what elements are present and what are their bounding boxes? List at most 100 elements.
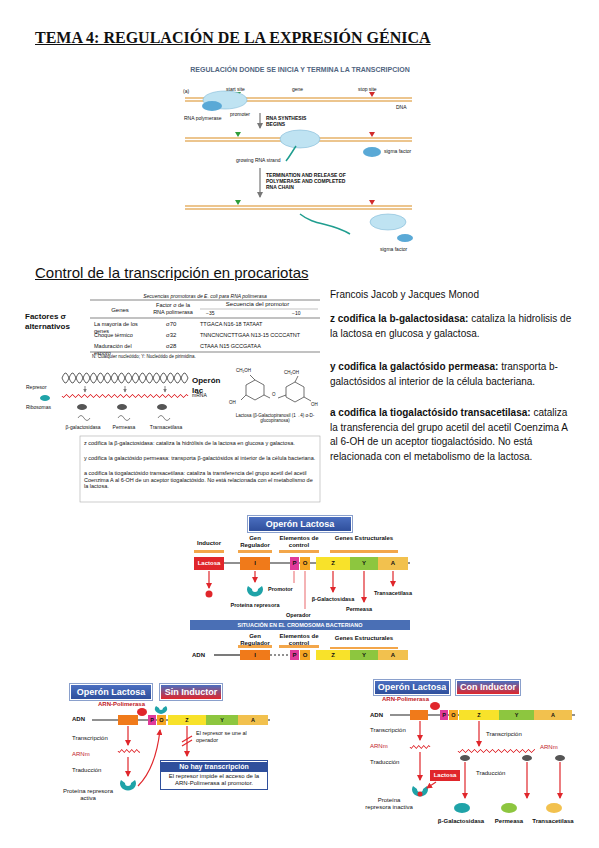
node-text: Sin Inductor bbox=[164, 687, 219, 697]
text: Proteína represora bbox=[231, 602, 280, 608]
site-marker bbox=[369, 92, 375, 97]
gene-segment: Z bbox=[316, 650, 350, 660]
node-text: P bbox=[149, 717, 155, 723]
text: β-galactosidasa bbox=[65, 424, 100, 430]
text: Promotor bbox=[268, 586, 293, 592]
gene-segment: A bbox=[238, 715, 268, 725]
node-text: Lactosa bbox=[197, 560, 222, 567]
polymerase-blob bbox=[137, 708, 147, 716]
gene-segment: Y bbox=[499, 710, 534, 720]
text: Genes Estructurales bbox=[335, 635, 393, 641]
protein bbox=[118, 416, 130, 421]
label-bar bbox=[279, 550, 319, 553]
expression-arrow bbox=[332, 571, 333, 592]
text: σ32 bbox=[166, 332, 176, 338]
node-text: Y bbox=[219, 717, 225, 723]
text: ARN-Polimerasa bbox=[382, 696, 429, 702]
text-label: Genes bbox=[94, 307, 146, 314]
dna-helix bbox=[62, 373, 188, 383]
text: Gen Regulador bbox=[240, 535, 270, 548]
text: N: Cualquier nucleótido; Y: Nucleótido d… bbox=[92, 354, 196, 359]
text-label: CH₂OH bbox=[284, 370, 306, 375]
text-label: Genes Estructurales bbox=[330, 635, 398, 642]
text-label: TNNCNCNCTTGAA N13-15 CCCCATNT bbox=[200, 332, 318, 339]
text-label: ARN-Polimerasa bbox=[98, 701, 150, 708]
text: Genes Estructurales bbox=[335, 535, 393, 541]
node-text: Z bbox=[330, 560, 336, 567]
block-mark bbox=[182, 736, 192, 746]
text: start site bbox=[226, 86, 245, 92]
gene-segment: Z bbox=[459, 710, 499, 720]
text: −10 bbox=[292, 310, 300, 316]
text: σ28 bbox=[166, 343, 176, 349]
section-band: SITUACIÓN EN EL CROMOSOMA BACTERIANO bbox=[190, 620, 410, 630]
text-label: Factor σ de la RNA polimerasa bbox=[150, 302, 196, 315]
text-label: Traducción bbox=[476, 770, 520, 777]
text: Inductor bbox=[197, 540, 221, 546]
node-text: Operón Lactosa bbox=[265, 519, 336, 529]
text-label: Lactosa (β-Galactopiranosil (1→4) α-D-gl… bbox=[226, 413, 324, 424]
text-label: promoter bbox=[230, 111, 260, 117]
text: ARN-Polimerasa bbox=[98, 701, 145, 707]
text-label: Choque térmico bbox=[94, 332, 148, 339]
mrna-strand bbox=[62, 395, 188, 398]
gene-segment: I bbox=[240, 557, 270, 570]
text: Represor bbox=[26, 384, 47, 390]
text-label: growing RNA strand bbox=[236, 157, 284, 163]
table-rule bbox=[90, 352, 320, 353]
text: stop site bbox=[358, 86, 377, 92]
node-text: Lactosa bbox=[433, 772, 458, 779]
expression-arrow bbox=[526, 762, 527, 798]
mrna-strand bbox=[458, 750, 535, 753]
bold-lead: a codifica la tiogalactósido transacetil… bbox=[330, 407, 531, 418]
text: ADN bbox=[370, 712, 383, 718]
text-label: ARNm bbox=[370, 743, 410, 750]
text-label: ARNm bbox=[540, 744, 570, 751]
transcription-arrow bbox=[85, 386, 86, 392]
text: CH₂OH bbox=[284, 370, 299, 375]
text: Permeasa bbox=[346, 606, 372, 612]
text: Traducción bbox=[476, 770, 505, 776]
box-heading: No hay transcripción bbox=[161, 762, 267, 772]
text-label: ADN bbox=[192, 652, 214, 659]
text: CTAAA N15 GCCGATAA bbox=[200, 343, 261, 349]
gene-segment: A bbox=[378, 650, 408, 660]
gene-segment: Y bbox=[350, 650, 378, 660]
label-bar bbox=[330, 550, 398, 553]
text: TERMINATION AND RELEASE OF POLYMERASE AN… bbox=[266, 172, 346, 190]
text: DNA bbox=[396, 104, 407, 110]
rna-polymerase bbox=[370, 214, 406, 230]
lactose-structure bbox=[241, 395, 246, 400]
text: Proteína represora inactiva bbox=[365, 797, 413, 810]
dna-helix bbox=[62, 373, 188, 383]
label-bar bbox=[330, 647, 398, 649]
text: Maduración del esporo bbox=[94, 343, 132, 356]
node-text: P bbox=[291, 560, 297, 567]
text-label: Operador bbox=[286, 612, 318, 619]
text-label: RNA polymerase bbox=[184, 115, 224, 121]
text-label: Permeasa bbox=[108, 424, 140, 430]
text-label: sigma factor bbox=[380, 246, 412, 252]
text-label: ADN bbox=[370, 712, 390, 719]
sigma-factor bbox=[363, 147, 381, 157]
dna-strand bbox=[185, 208, 412, 209]
text: Factor σ de la RNA polimerasa bbox=[153, 302, 193, 315]
rna-polymerase bbox=[280, 130, 320, 148]
text-label: mRNA bbox=[192, 392, 217, 398]
repressor-protein bbox=[247, 586, 263, 596]
inducer-box: Lactosa bbox=[194, 557, 224, 570]
node-text: Z bbox=[184, 717, 189, 723]
text: Factores σ alternativos bbox=[25, 312, 70, 331]
gene-segment: P bbox=[290, 557, 299, 570]
table-rule bbox=[90, 300, 320, 301]
text-label: gene bbox=[292, 86, 312, 92]
lactose-structure bbox=[264, 395, 270, 398]
expression-arrow bbox=[305, 571, 306, 609]
rna-strand bbox=[300, 214, 350, 234]
text-label: Genes Estructurales bbox=[330, 535, 398, 542]
text-label: Promotor bbox=[268, 586, 300, 593]
expression-arrow bbox=[208, 571, 209, 588]
expression-arrow bbox=[478, 721, 479, 746]
site-marker bbox=[235, 200, 241, 205]
text: z codifica la β-galactosidasa: cataliza … bbox=[84, 440, 295, 446]
